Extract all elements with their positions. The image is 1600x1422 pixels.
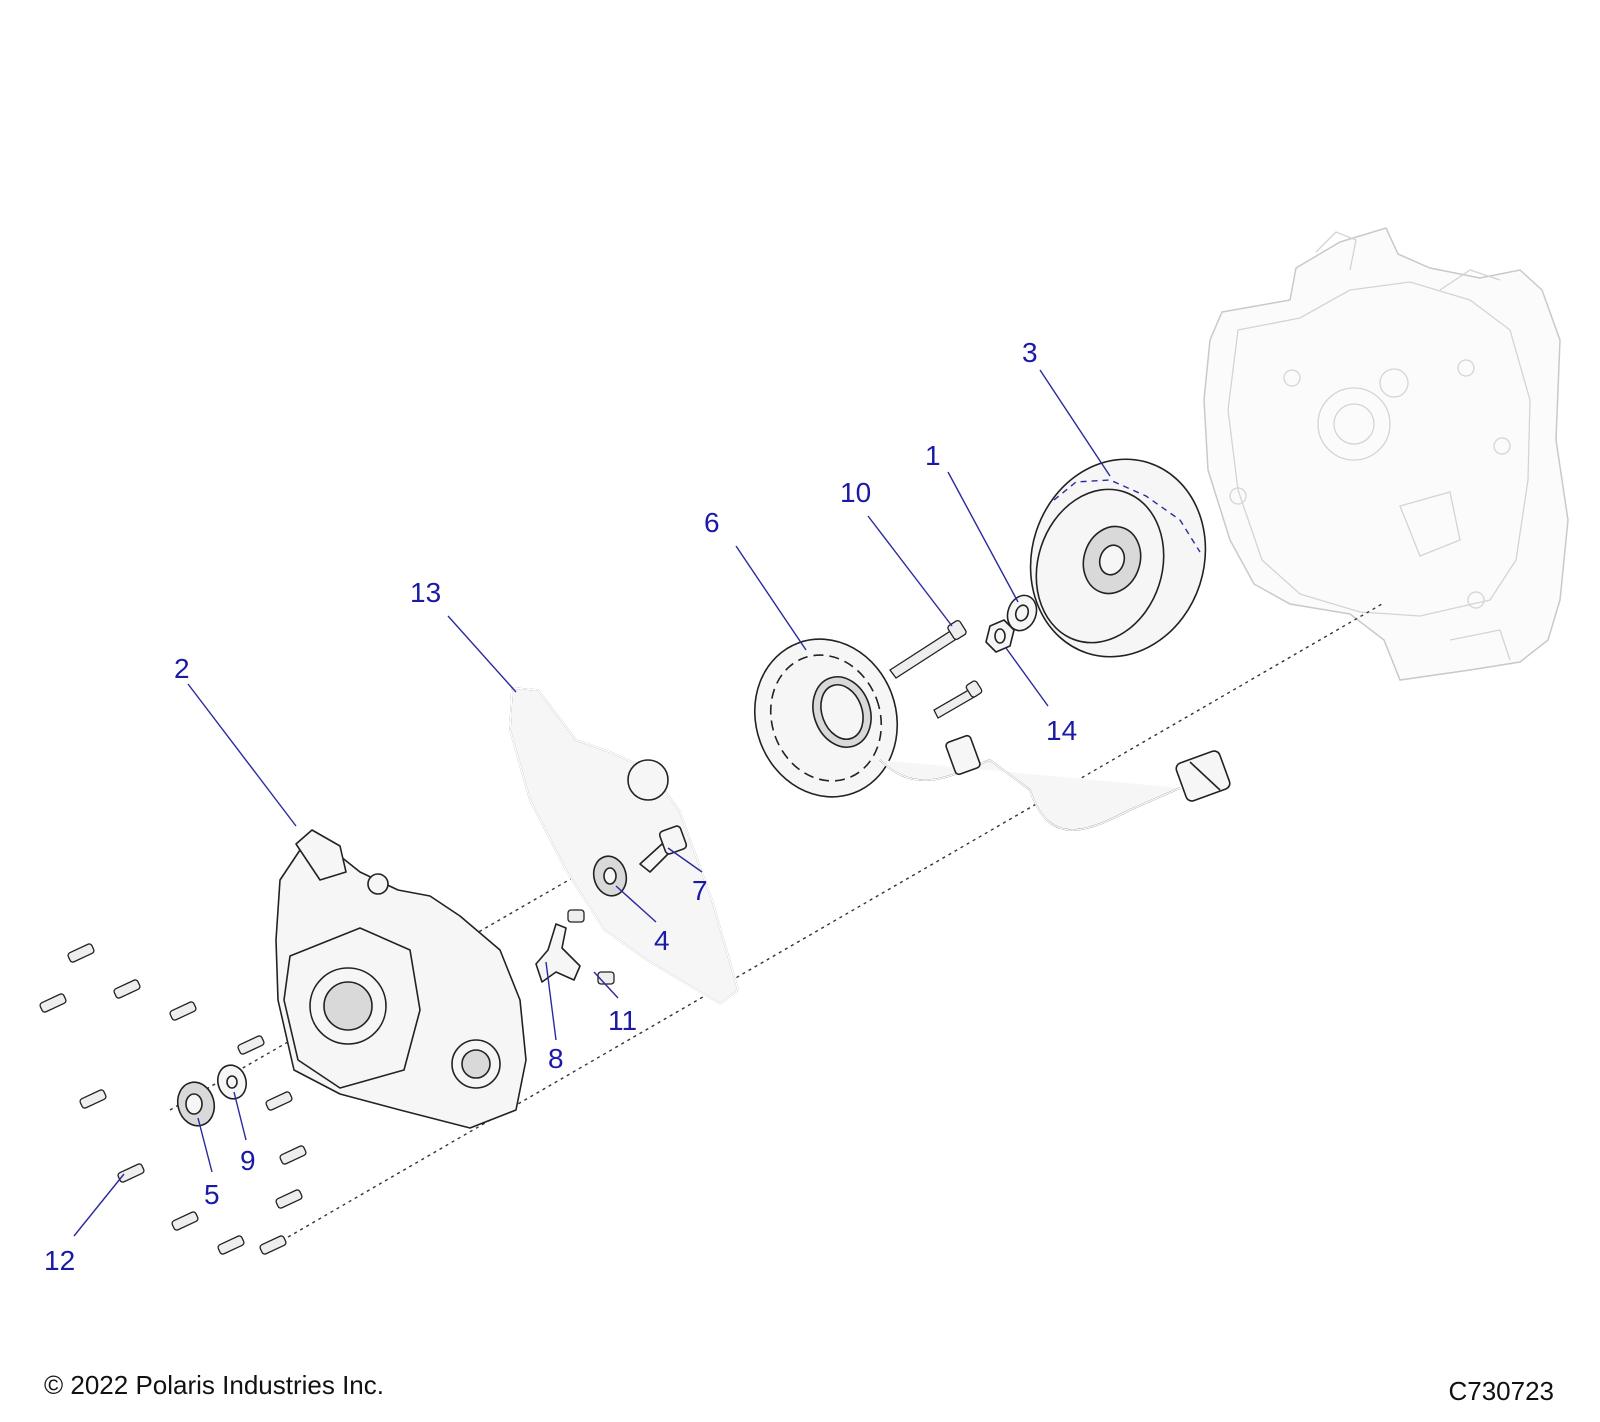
- stator-wire-harness: [879, 734, 1231, 831]
- callout-6: 6: [704, 507, 720, 538]
- callout-leader-lines: [73, 369, 1111, 1237]
- callout-12: 12: [44, 1245, 75, 1276]
- callout-9: 9: [240, 1145, 256, 1176]
- callout-1: 1: [925, 440, 941, 471]
- washer-part: [1006, 594, 1038, 632]
- figure-id: C730723: [1448, 1376, 1554, 1406]
- callout-10: 10: [840, 477, 871, 508]
- stator-part: [753, 638, 899, 798]
- callout-11: 11: [608, 1005, 637, 1036]
- callout-5: 5: [204, 1179, 220, 1210]
- callout-2: 2: [174, 653, 190, 684]
- stator-cover-part: [275, 829, 527, 1129]
- cover-bolts: [39, 943, 307, 1255]
- callout-4: 4: [654, 925, 670, 956]
- plug-washer-part: [216, 1064, 248, 1100]
- seal-part: [592, 855, 628, 897]
- flywheel-part: [1029, 458, 1207, 658]
- assembly-axis-lines: [169, 603, 1383, 1245]
- callout-13: 13: [410, 577, 441, 608]
- copyright-notice: © 2022 Polaris Industries Inc.: [44, 1370, 384, 1400]
- sensor-part: [639, 825, 688, 873]
- cover-gasket-part: [509, 687, 739, 1005]
- callout-14: 14: [1046, 715, 1077, 746]
- drain-plug-part: [176, 1081, 216, 1127]
- callout-labels: 1 2 3 4 5 6 7 8 9 10 11 12 13 14: [44, 337, 1077, 1276]
- callout-8: 8: [548, 1043, 564, 1074]
- nut-part: [985, 619, 1015, 653]
- callout-7: 7: [692, 875, 708, 906]
- wire-bracket-part: [535, 923, 581, 983]
- stator-bolts: [889, 619, 983, 719]
- crankcase-ghost: [1203, 227, 1569, 681]
- callout-3: 3: [1022, 337, 1038, 368]
